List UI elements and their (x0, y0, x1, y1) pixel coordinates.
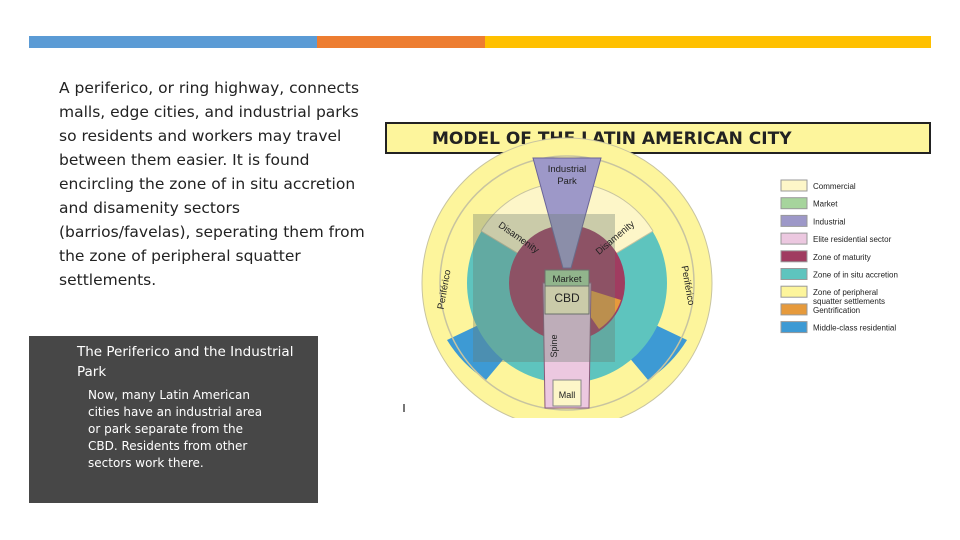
legend-swatch (780, 250, 808, 263)
legend-label: Zone of in situ accretion (813, 271, 898, 280)
market-block (544, 269, 590, 287)
callout-body: Now, many Latin American cities have an … (88, 388, 263, 470)
label-industrial: Industrial (548, 164, 587, 175)
legend-swatch (780, 214, 808, 227)
figure-title-banner (385, 122, 931, 154)
legend-label: Middle-class residential (813, 324, 896, 333)
legend-swatch (780, 232, 808, 245)
legend-swatch (780, 179, 808, 192)
figure-title: MODEL OF THE LATIN AMERICAN CITY (432, 129, 792, 149)
legend-swatch (780, 197, 808, 210)
label-spine: Spine (549, 334, 559, 357)
label-park: Park (557, 176, 577, 187)
legend-label: Elite residential sector (813, 235, 892, 244)
label-mall: Mall (559, 390, 576, 400)
mall-block (552, 379, 582, 407)
periferico-ring-road (439, 155, 695, 411)
accent-bar-orange (317, 36, 485, 48)
label-market: Market (552, 274, 581, 285)
legend-swatch (780, 303, 808, 316)
legend-label: Market (813, 200, 838, 209)
accent-bar-yellow (485, 36, 931, 48)
figure-crop-mark (403, 404, 405, 412)
legend-swatch (780, 268, 808, 280)
city-model-diagram: MODEL OF THE LATIN AMERICAN CITY Industr… (385, 122, 931, 418)
legend-label: Zone of maturity (813, 253, 871, 262)
legend-label-continued: squatter settlements (813, 297, 885, 306)
legend-swatch (780, 285, 808, 298)
callout-box: The Periferico and the Industrial Park N… (29, 336, 318, 503)
legend-swatch (780, 321, 808, 334)
legend-label: Gentrification (813, 306, 860, 315)
latin-american-city-model-figure: MODEL OF THE LATIN AMERICAN CITY Industr… (385, 118, 931, 418)
label-cbd: CBD (554, 291, 580, 305)
legend-label: Commercial (813, 182, 856, 191)
industrial-sector (532, 157, 602, 269)
overlay-box (473, 214, 615, 362)
legend-label: Zone of peripheral (813, 288, 878, 297)
accent-bar-blue (29, 36, 317, 48)
callout-title: The Periferico and the Industrial Park (77, 344, 294, 380)
legend-label: Industrial (813, 217, 846, 226)
main-paragraph: A periferico, or ring highway, connects … (59, 79, 365, 289)
